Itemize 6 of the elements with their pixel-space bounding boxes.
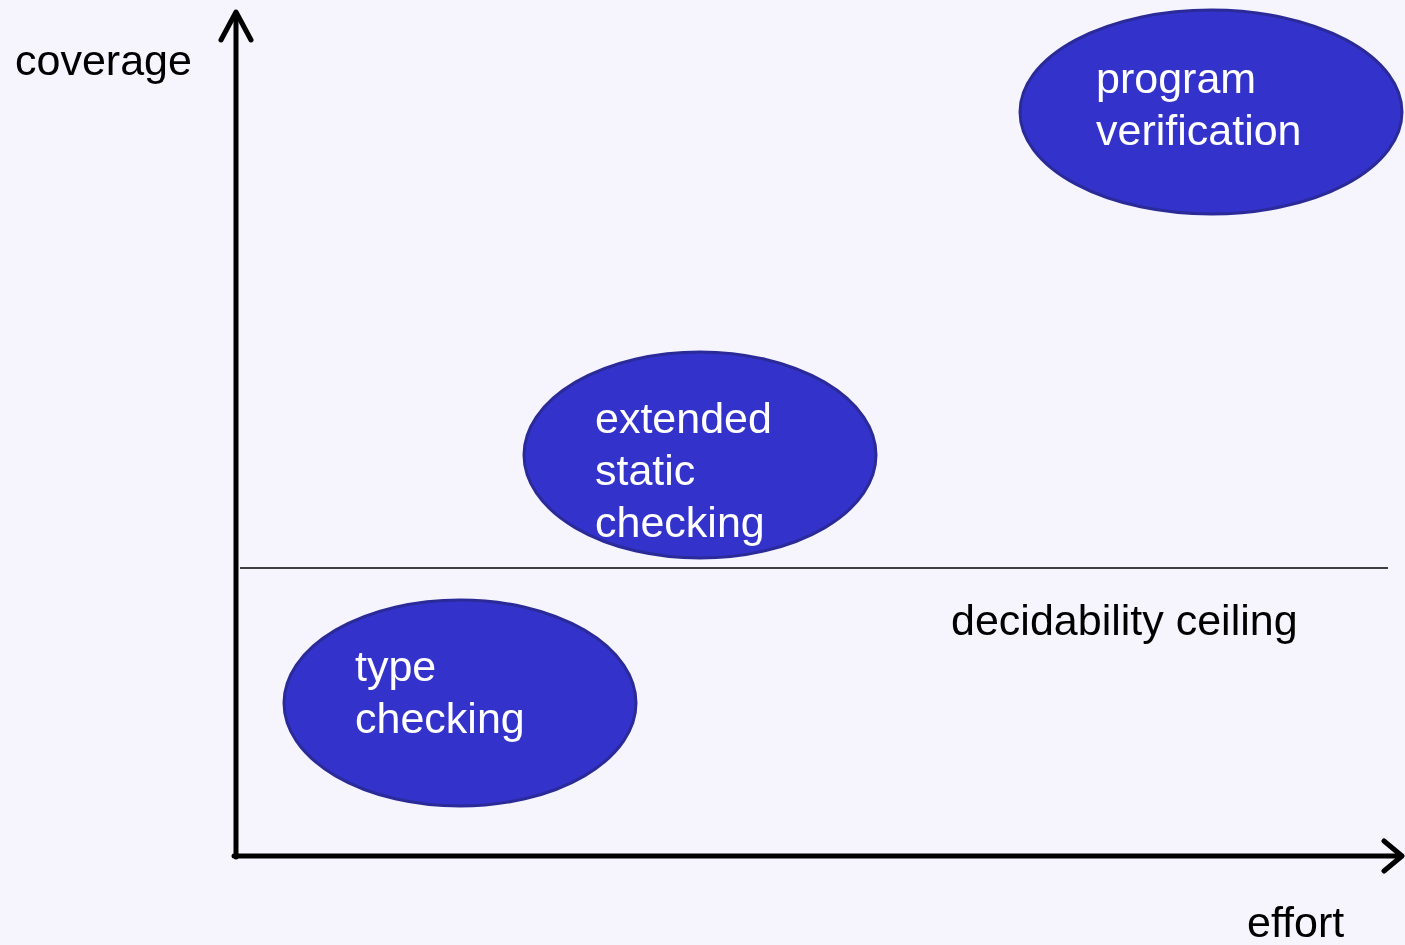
node-label: extended static checking bbox=[595, 393, 773, 548]
axis-label: coverage bbox=[15, 35, 192, 86]
node-label: program verification bbox=[1096, 53, 1303, 156]
ceiling-label: decidability ceiling bbox=[951, 595, 1298, 646]
axis-label: effort bbox=[1247, 897, 1345, 945]
node-label: type checking bbox=[355, 641, 526, 744]
